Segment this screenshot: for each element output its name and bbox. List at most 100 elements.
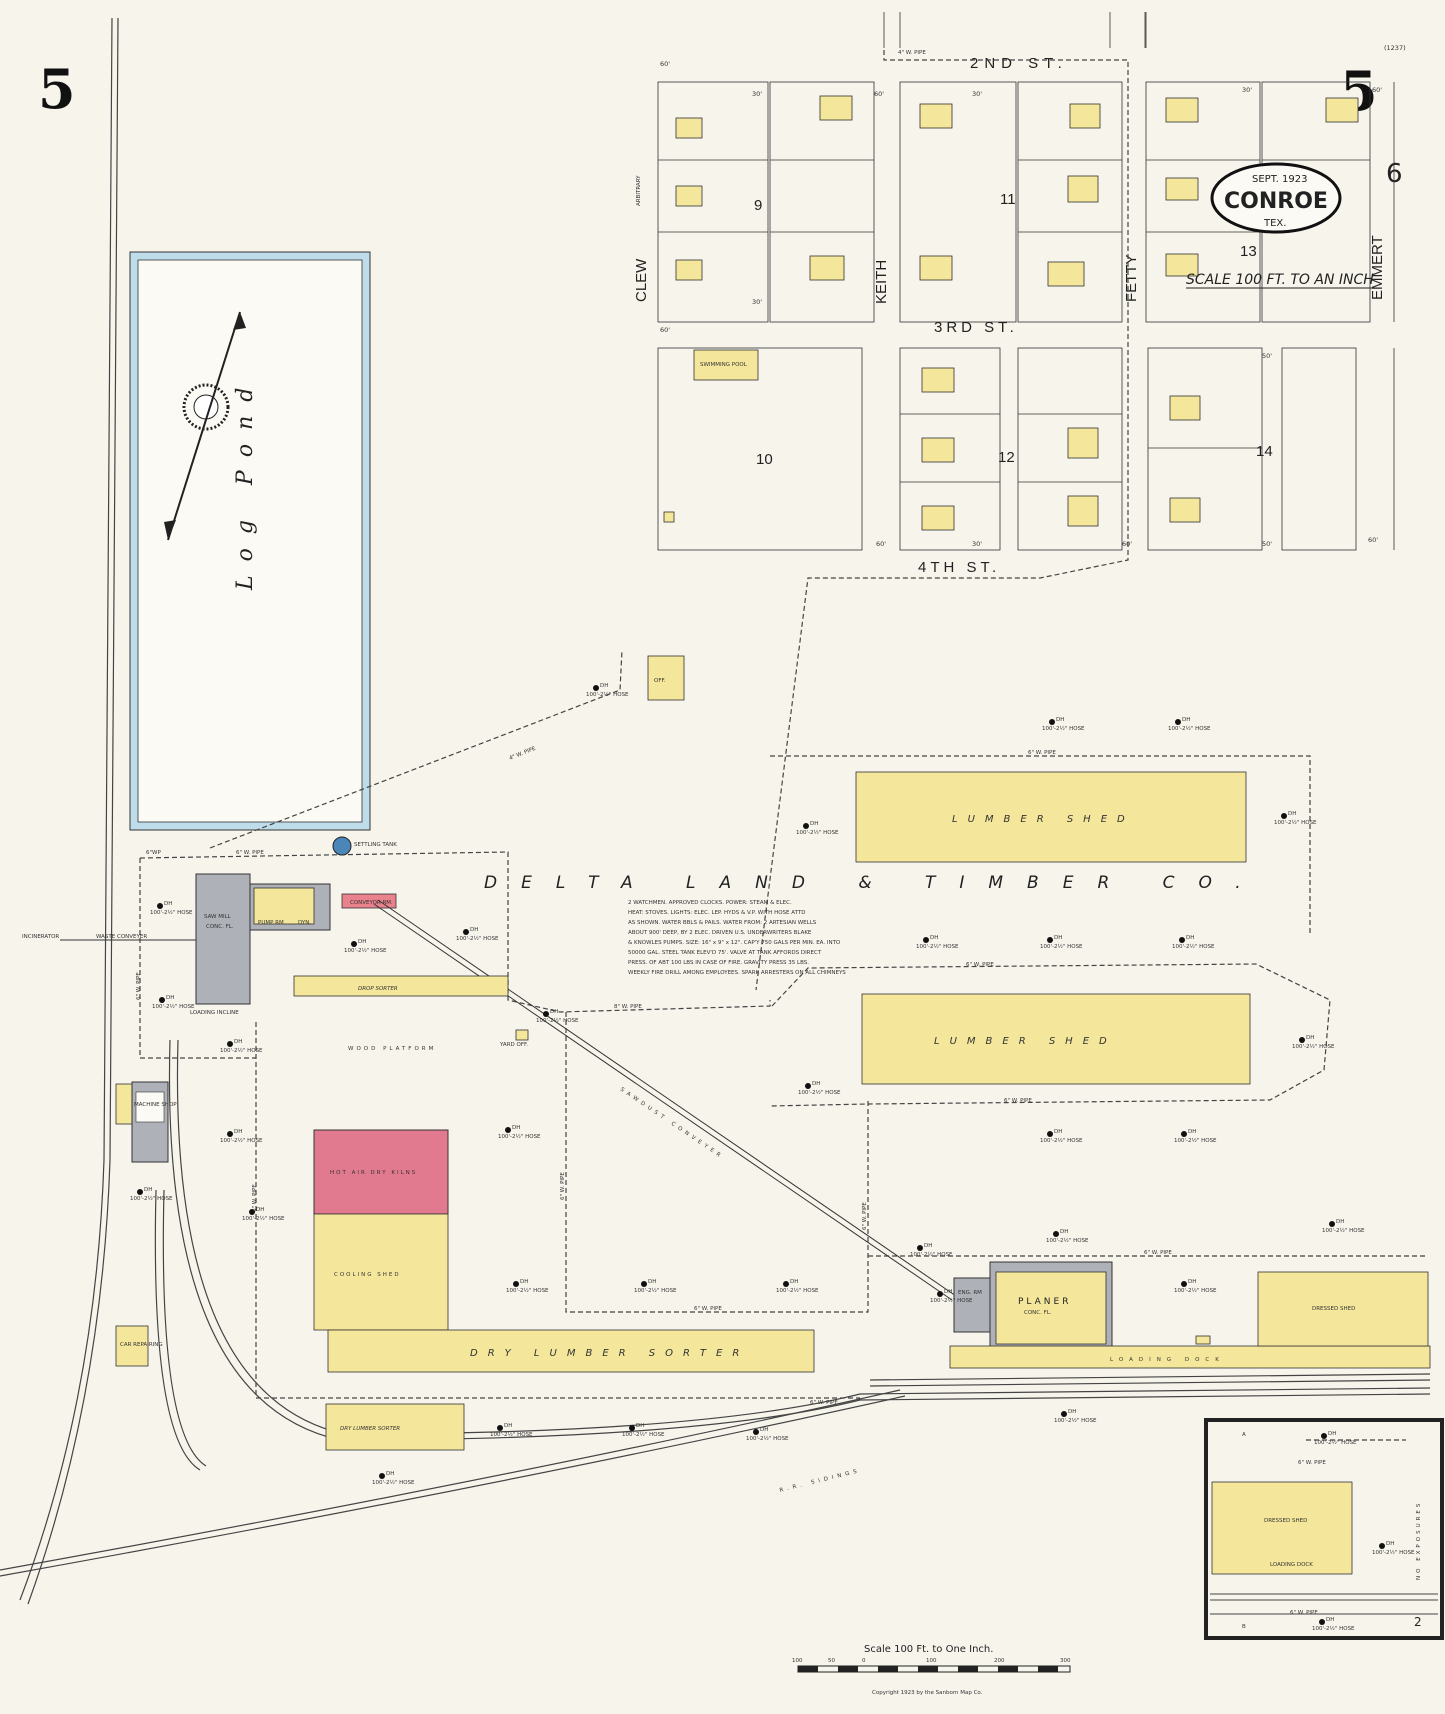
dim: 60' bbox=[1368, 536, 1378, 544]
svg-text:DH: DH bbox=[812, 1081, 820, 1087]
scale-tick: 100 bbox=[792, 1658, 803, 1664]
stamp-city: CONROE bbox=[1224, 189, 1328, 214]
company-notes: 2 WATCHMEN. APPROVED CLOCKS. POWER: STEA… bbox=[628, 900, 846, 976]
dry-lumber-sorter-small: DRY LUMBER SORTER bbox=[325, 1403, 465, 1451]
svg-text:100'-2½" HOSE: 100'-2½" HOSE bbox=[1040, 1137, 1083, 1144]
lumber-shed-2: LUMBER SHED bbox=[861, 993, 1251, 1085]
drop-sorter: DROP SORTER bbox=[293, 975, 509, 997]
pipe-label: 6" W. PIPE bbox=[236, 850, 264, 856]
block-numbers: 9 10 11 12 13 14 bbox=[754, 191, 1273, 468]
dim: 50' bbox=[1262, 352, 1272, 360]
svg-text:100'-2½" HOSE: 100'-2½" HOSE bbox=[776, 1287, 819, 1294]
svg-text:100'-2½" HOSE: 100'-2½" HOSE bbox=[372, 1479, 415, 1486]
svg-text:100'-2½" HOSE: 100'-2½" HOSE bbox=[152, 1003, 195, 1010]
block-9: 9 bbox=[754, 197, 762, 214]
office-label: OFF. bbox=[654, 678, 666, 684]
scale-tick: 50 bbox=[828, 1658, 835, 1664]
svg-text:DH: DH bbox=[1182, 717, 1190, 723]
pipe-label: 4" W. PIPE bbox=[509, 746, 538, 762]
inset-no-exposures: NO EXPOSURES bbox=[1416, 1501, 1422, 1580]
svg-text:DH: DH bbox=[930, 935, 938, 941]
machine-shop-label: MACHINE SHOP bbox=[134, 1102, 177, 1108]
log-pond: Log Pond bbox=[129, 251, 371, 831]
conveyors bbox=[60, 899, 957, 1301]
dry-lumber-sorter: DRY LUMBER SORTER bbox=[327, 1329, 815, 1373]
scale-tick: 0 bbox=[862, 1658, 866, 1664]
pipe-label: 6" W. PIPE bbox=[1144, 1250, 1172, 1256]
svg-text:DH: DH bbox=[636, 1423, 644, 1429]
saw-mill-label: SAW MILL bbox=[204, 914, 232, 920]
lumber-shed-label: LUMBER SHED bbox=[952, 814, 1135, 825]
dry-lumber-sorter-2-label: DRY LUMBER SORTER bbox=[340, 1426, 400, 1432]
svg-text:100'-2½" HOSE: 100'-2½" HOSE bbox=[498, 1133, 541, 1140]
svg-text:100'-2½" HOSE: 100'-2½" HOSE bbox=[910, 1251, 953, 1258]
dim: 60' bbox=[660, 60, 670, 68]
company-name: DELTA LAND & TIMBER CO. bbox=[484, 873, 1265, 893]
office-building: OFF. bbox=[647, 655, 685, 701]
svg-text:100'-2½" HOSE: 100'-2½" HOSE bbox=[1274, 819, 1317, 826]
pipe-label: 6" W. PIPE bbox=[810, 1400, 838, 1406]
scale-tick: 300 bbox=[1060, 1658, 1071, 1664]
pipe-label: 6" W. PIPE bbox=[694, 1306, 722, 1312]
svg-text:100'-2½" HOSE: 100'-2½" HOSE bbox=[798, 1089, 841, 1096]
inset-dressed-shed-label: DRESSED SHED bbox=[1264, 1518, 1307, 1524]
svg-text:100'-2½" HOSE: 100'-2½" HOSE bbox=[1292, 1043, 1335, 1050]
inset-loading-dock-label: LOADING DOCK bbox=[1270, 1562, 1313, 1568]
dwellings bbox=[663, 95, 1359, 531]
yard-office: YARD OFF. bbox=[499, 1029, 1211, 1345]
saw-mill: SAW MILL CONC. FL. PUMP RM DYN. CONVEYOR… bbox=[195, 836, 397, 1005]
svg-text:DH: DH bbox=[924, 1243, 932, 1249]
street-arbitrary: ARBITRARY bbox=[636, 175, 642, 206]
street-clew: CLEW bbox=[633, 258, 650, 302]
double-hydrant-icon: DH 100'-2½" HOSE bbox=[1322, 1219, 1365, 1234]
svg-text:100'-2½" HOSE: 100'-2½" HOSE bbox=[1322, 1227, 1365, 1234]
pipe-label: 4" W. PIPE bbox=[898, 50, 926, 56]
svg-text:100'-2½" HOSE: 100'-2½" HOSE bbox=[796, 829, 839, 836]
svg-text:DH: DH bbox=[1068, 1409, 1076, 1415]
svg-text:DH: DH bbox=[1188, 1279, 1196, 1285]
sheet-number-left: 5 bbox=[38, 57, 76, 121]
swimming-pool-label: SWIMMING POOL bbox=[700, 362, 748, 368]
svg-text:DH: DH bbox=[1054, 1129, 1062, 1135]
saw-mill-floor: CONC. FL. bbox=[206, 924, 234, 930]
dim: 30' bbox=[972, 90, 982, 98]
street-fetty: FETTY bbox=[1123, 255, 1140, 303]
dim: 50' bbox=[1262, 540, 1272, 548]
street-2nd: 2ND ST. bbox=[970, 55, 1068, 72]
svg-text:100'-2½" HOSE: 100'-2½" HOSE bbox=[130, 1195, 173, 1202]
settling-tank-label: SETTLING TANK bbox=[354, 842, 397, 848]
pump-room-label: PUMP RM bbox=[258, 920, 284, 926]
svg-text:DH: DH bbox=[1186, 935, 1194, 941]
svg-text:100'-2½" HOSE: 100'-2½" HOSE bbox=[456, 935, 499, 942]
svg-text:DH: DH bbox=[234, 1129, 242, 1135]
svg-text:DH: DH bbox=[1054, 935, 1062, 941]
svg-text:DH: DH bbox=[1336, 1219, 1344, 1225]
svg-text:DH: DH bbox=[810, 821, 818, 827]
compass-rose bbox=[164, 311, 246, 541]
stamp-date: SEPT. 1923 bbox=[1252, 174, 1307, 185]
street-keith: KEITH bbox=[873, 260, 890, 304]
svg-text:100'-2½" HOSE: 100'-2½" HOSE bbox=[536, 1017, 579, 1024]
company-note-line: PRESS. OF ABT 100 LBS IN CASE OF FIRE. G… bbox=[628, 960, 809, 966]
inset-map: DRESSED SHED LOADING DOCK A B NO EXPOSUR… bbox=[1204, 1418, 1444, 1640]
svg-text:100'-2½" HOSE: 100'-2½" HOSE bbox=[1172, 943, 1215, 950]
wood-platform-label: WOOD PLATFORM bbox=[348, 1046, 436, 1052]
lumber-shed-label: LUMBER SHED bbox=[934, 1036, 1117, 1047]
svg-text:100'-2½" HOSE: 100'-2½" HOSE bbox=[490, 1431, 533, 1438]
page-corner: 2 bbox=[1414, 1615, 1422, 1629]
rr-sidings-label: R.R. SIDINGS bbox=[779, 1468, 861, 1494]
pipe-label: 6" W. PIPE bbox=[1298, 1460, 1326, 1466]
double-hydrant-icon: DH 100'-2½" HOSE bbox=[910, 1243, 953, 1258]
